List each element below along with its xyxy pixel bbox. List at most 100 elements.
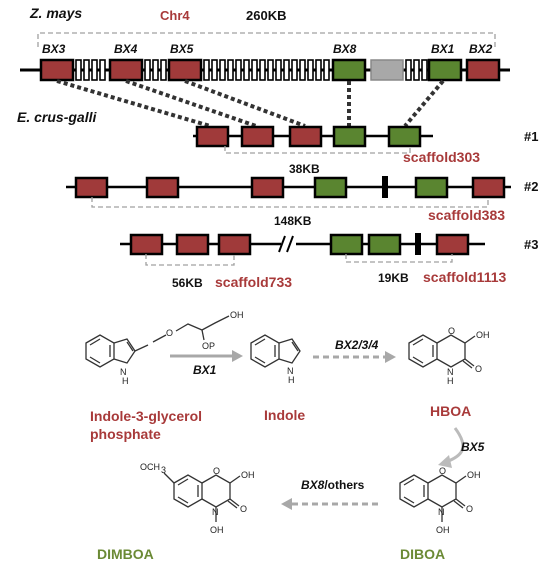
scaffold3-gene (367, 233, 402, 256)
ecrus-species-label: E. crus-galli (17, 109, 97, 125)
dimboa-oh-label: OH (241, 470, 255, 480)
zmays-grey-gene (370, 59, 404, 81)
hboa-h-label: H (447, 376, 454, 386)
scaffold2-span: 148KB (274, 214, 312, 228)
dimboa-o2-label: O (240, 504, 247, 514)
zmays-filler-gene (83, 59, 90, 81)
step3-enzyme: BX5 (461, 440, 485, 454)
step1-arrowhead (232, 350, 243, 362)
step2-enzyme: BX2/3/4 (335, 338, 379, 352)
dimboa-structure (163, 472, 241, 522)
indole-structure (250, 334, 301, 368)
zmays-filler-gene (243, 59, 250, 81)
scaffold1-gene (332, 125, 367, 148)
zmays-filler-gene (315, 59, 322, 81)
zmays-gene-label: BX5 (170, 42, 194, 56)
zmays-filler-gene (211, 59, 218, 81)
compound-indole-label: Indole (264, 407, 305, 423)
zmays-filler-gene (283, 59, 290, 81)
zmays-filler-gene (291, 59, 298, 81)
compound-dimboa-label: DIMBOA (97, 546, 154, 562)
dimboa-n-label: N (212, 507, 219, 517)
scaffold2-gene (414, 176, 449, 199)
scaffold3-span-bracket-a (145, 254, 235, 266)
hboa-n-label: N (447, 367, 454, 377)
zmays-span-bracket (37, 32, 496, 47)
zmays-filler-gene (405, 59, 412, 81)
scaffold2-gene (250, 176, 285, 199)
diboa-n-label: N (438, 507, 445, 517)
scaffold3-id: #3 (524, 237, 538, 252)
scaffold3-gene (415, 233, 421, 255)
dimboa-och3-label: 3 (161, 465, 166, 475)
zmays-filler-gene (275, 59, 282, 81)
dimboa-o-label: O (213, 466, 220, 476)
scaffold3-break-mark (286, 235, 294, 253)
scaffold1-gene (195, 125, 230, 148)
zmays-filler-gene (75, 59, 82, 81)
zmays-gene-label: BX4 (114, 42, 138, 56)
zmays-bx2-gene (465, 58, 501, 82)
zmays-gene-label: BX8 (333, 42, 357, 56)
zmays-bx5-gene (167, 58, 203, 82)
zmays-bx4-gene (108, 58, 144, 82)
scaffold3-span-a: 56KB (172, 276, 203, 290)
scaffold3-span-b: 19KB (378, 271, 409, 285)
zmays-filler-gene (251, 59, 258, 81)
step4-enzyme: BX8/others (301, 478, 365, 492)
zmays-filler-gene (421, 59, 428, 81)
igp-nh-label: H (122, 376, 129, 386)
zmays-species-label: Z. mays (29, 5, 82, 21)
hboa-oh-label: OH (476, 330, 490, 340)
dimboa-och3-label: OCH (140, 462, 160, 472)
igp-structure (85, 315, 230, 368)
diboa-noh-label: OH (436, 525, 450, 535)
zmays-filler-gene (323, 59, 330, 81)
zmays-filler-gene (219, 59, 226, 81)
hboa-o-label: O (448, 326, 455, 336)
zmays-filler-gene (307, 59, 314, 81)
scaffold3-span-bracket-b (345, 254, 453, 263)
igp-nh-label: N (120, 367, 127, 377)
zmays-filler-gene (267, 59, 274, 81)
compound-hboa-label: HBOA (430, 403, 471, 419)
zmays-bx8-gene (331, 58, 367, 82)
zmays-chr-label: Chr4 (160, 8, 190, 23)
zmays-filler-genes (75, 59, 428, 81)
indole-nh-label: N (287, 366, 294, 376)
compound-igp-label: phosphate (90, 426, 161, 442)
step4-enzyme-rest: /others (324, 478, 364, 492)
zmays-span-label: 260KB (246, 8, 286, 23)
zmays-bx1-gene (427, 58, 463, 82)
igp-op-label: OP (202, 341, 215, 351)
scaffold2-span-bracket (91, 197, 489, 208)
scaffold3-gene (175, 233, 210, 256)
igp-o-label: O (166, 328, 173, 338)
scaffold1-span-bracket (224, 146, 411, 154)
scaffold2-gene (145, 176, 180, 199)
zmays-gene-label: BX3 (42, 42, 66, 56)
scaffold1-gene (288, 125, 323, 148)
zmays-filler-gene (144, 59, 151, 81)
scaffold1-gene (240, 125, 275, 148)
zmays-bx3-gene (39, 58, 75, 82)
scaffold2-gene (313, 176, 348, 199)
diboa-oh-label: OH (467, 470, 481, 480)
hboa-o2-label: O (475, 364, 482, 374)
indole-nh-label: H (288, 375, 295, 385)
zmays-filler-gene (299, 59, 306, 81)
scaffold3-gene (129, 233, 164, 256)
synteny-connectors (56, 79, 445, 128)
scaffold3-break-mark (278, 235, 286, 253)
scaffold1-id: #1 (524, 129, 538, 144)
zmays-filler-gene (203, 59, 210, 81)
step1-enzyme: BX1 (193, 363, 217, 377)
step4-arrowhead (281, 498, 292, 510)
igp-oh-label: OH (230, 310, 244, 320)
step4-enzyme-gene: BX8 (301, 478, 325, 492)
scaffold2-gene (74, 176, 109, 199)
zmays-gene-label: BX2 (469, 42, 493, 56)
scaffold3-gene (217, 233, 252, 256)
zmays-filler-gene (227, 59, 234, 81)
